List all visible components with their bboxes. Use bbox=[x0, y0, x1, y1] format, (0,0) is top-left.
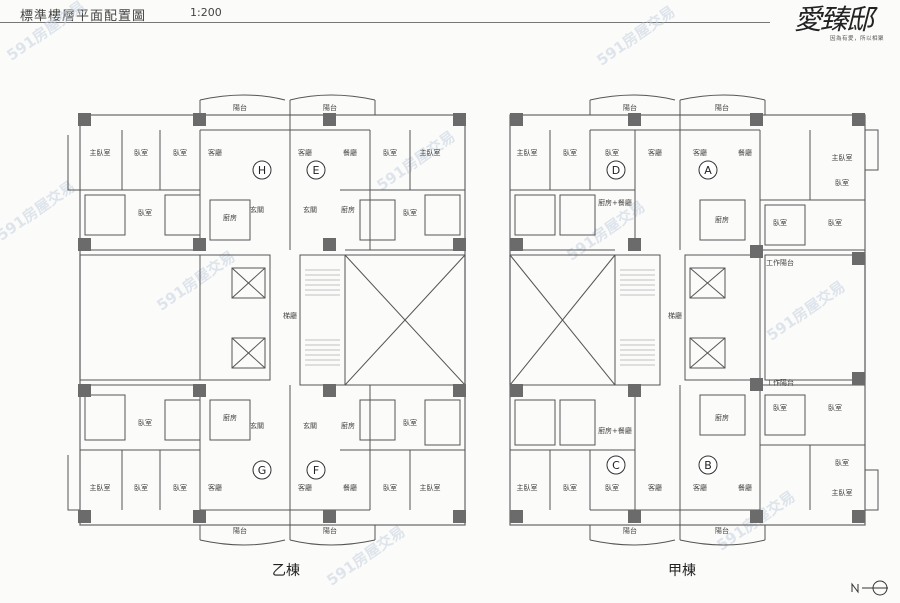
room-label: 廚房 bbox=[223, 213, 237, 222]
room-label: 玄關 bbox=[250, 421, 264, 430]
room-label: 主臥室 bbox=[517, 483, 538, 492]
room-label: 廚房 bbox=[715, 215, 729, 224]
room-label: 臥室 bbox=[773, 403, 787, 412]
room-label: 臥室 bbox=[173, 483, 187, 492]
unit-label-f: F bbox=[313, 464, 319, 477]
room-label: 玄關 bbox=[303, 205, 317, 214]
room-label: 陽台 bbox=[623, 526, 637, 535]
room-label: 主臥室 bbox=[420, 148, 441, 157]
room-label: 主臥室 bbox=[90, 483, 111, 492]
unit-tag-g bbox=[252, 460, 272, 480]
room-label: 臥室 bbox=[403, 208, 417, 217]
room-label: 陽台 bbox=[233, 526, 247, 535]
room-label: 臥室 bbox=[563, 483, 577, 492]
room-label: 主臥室 bbox=[517, 148, 538, 157]
room-label: 臥室 bbox=[138, 418, 152, 427]
room-label: 客廳 bbox=[298, 148, 312, 157]
room-label: 臥室 bbox=[828, 403, 842, 412]
room-label: 臥室 bbox=[383, 148, 397, 157]
room-label: 臥室 bbox=[173, 148, 187, 157]
logo-wordmark: 愛臻邸 bbox=[794, 3, 874, 36]
room-label: 客廳 bbox=[693, 148, 707, 157]
room-label: 主臥室 bbox=[832, 488, 853, 497]
north-arrow-icon bbox=[851, 580, 888, 596]
room-label: 客廳 bbox=[693, 483, 707, 492]
room-label: 臥室 bbox=[563, 148, 577, 157]
room-label: 玄關 bbox=[250, 205, 264, 214]
unit-tag-d bbox=[606, 160, 626, 180]
unit-label-e: E bbox=[313, 164, 320, 177]
room-label: 臥室 bbox=[403, 418, 417, 427]
room-label: 梯廳 bbox=[668, 311, 682, 320]
unit-label-g: G bbox=[258, 464, 267, 477]
brand-logo: 愛臻邸 因為有愛，所以相聚 bbox=[780, 2, 890, 48]
unit-tag-h bbox=[252, 160, 272, 180]
room-label: 餐廳 bbox=[343, 148, 357, 157]
unit-label-c: C bbox=[612, 459, 620, 472]
room-label: 廚房+餐廳 bbox=[598, 426, 632, 435]
room-label: 臥室 bbox=[828, 218, 842, 227]
room-label: 客廳 bbox=[208, 148, 222, 157]
unit-tag-b bbox=[698, 455, 718, 475]
room-label: 陽台 bbox=[323, 526, 337, 535]
room-label: 客廳 bbox=[648, 483, 662, 492]
unit-tag-c bbox=[606, 455, 626, 475]
room-label: 廚房 bbox=[223, 413, 237, 422]
structural-columns bbox=[78, 113, 865, 523]
room-label: 餐廳 bbox=[343, 483, 357, 492]
room-label: 工作陽台 bbox=[766, 258, 794, 267]
room-label: 陽台 bbox=[623, 103, 637, 112]
room-label: 陽台 bbox=[323, 103, 337, 112]
unit-label-h: H bbox=[258, 164, 266, 177]
room-label: 陽台 bbox=[715, 526, 729, 535]
room-label: 臥室 bbox=[835, 178, 849, 187]
room-label: 工作陽台 bbox=[766, 378, 794, 387]
unit-tag-e bbox=[306, 160, 326, 180]
room-label: 主臥室 bbox=[420, 483, 441, 492]
header-rule bbox=[0, 22, 770, 23]
unit-label-a: A bbox=[704, 164, 712, 177]
unit-tag-a bbox=[698, 160, 718, 180]
room-label: 客廳 bbox=[648, 148, 662, 157]
room-label: 臥室 bbox=[773, 218, 787, 227]
room-label: 主臥室 bbox=[90, 148, 111, 157]
room-label: 餐廳 bbox=[738, 483, 752, 492]
scale-label: 1:200 bbox=[190, 6, 222, 19]
unit-tag-f bbox=[306, 460, 326, 480]
room-label: 廚房 bbox=[341, 421, 355, 430]
room-label: 陽台 bbox=[233, 103, 247, 112]
room-label: 廚房 bbox=[341, 205, 355, 214]
page-title: 標準樓層平面配置圖 bbox=[20, 9, 147, 24]
room-label: 客廳 bbox=[298, 483, 312, 492]
unit-label-b: B bbox=[704, 459, 712, 472]
room-label: 廚房+餐廳 bbox=[598, 198, 632, 207]
room-label: 臥室 bbox=[605, 148, 619, 157]
room-label: 臥室 bbox=[383, 483, 397, 492]
building-label-yi: 乙棟 bbox=[272, 563, 300, 579]
room-label: 餐廳 bbox=[738, 148, 752, 157]
room-label: 主臥室 bbox=[832, 153, 853, 162]
building-label-jia: 甲棟 bbox=[668, 563, 696, 579]
room-label: 臥室 bbox=[138, 208, 152, 217]
room-label: 玄關 bbox=[303, 421, 317, 430]
room-label: 臥室 bbox=[605, 483, 619, 492]
room-label: 客廳 bbox=[208, 483, 222, 492]
unit-label-d: D bbox=[612, 164, 620, 177]
building-jia-outline bbox=[509, 94, 879, 546]
room-label: 廚房 bbox=[715, 413, 729, 422]
logo-tagline: 因為有愛，所以相聚 bbox=[830, 36, 885, 42]
room-label: 臥室 bbox=[134, 483, 148, 492]
room-label: 臥室 bbox=[835, 458, 849, 467]
room-label: 梯廳 bbox=[283, 311, 297, 320]
building-yi-outline bbox=[67, 94, 466, 546]
room-label: 臥室 bbox=[134, 148, 148, 157]
room-label: 陽台 bbox=[715, 103, 729, 112]
